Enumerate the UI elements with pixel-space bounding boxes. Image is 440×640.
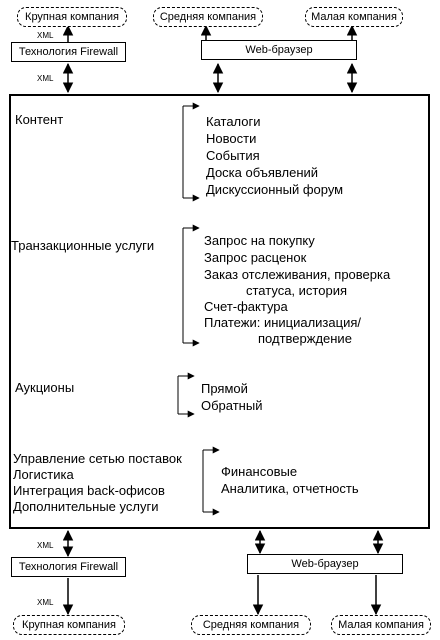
auction-item: Обратный: [201, 398, 263, 413]
section-title-transactions: Транзакционные услуги: [11, 238, 155, 253]
bracket-content: [182, 102, 200, 202]
section-title-auctions: Аукционы: [15, 380, 75, 395]
platform-frame: [9, 94, 430, 529]
section-title-services: Управление сетью поставок: [13, 451, 182, 466]
transaction-item: подтверждение: [258, 331, 352, 346]
transaction-item: Заказ отслеживания, проверка: [204, 267, 391, 282]
top-firewall-box: Технология Firewall: [11, 42, 126, 62]
top-browser-box: Web-браузер: [201, 40, 357, 60]
content-item: События: [206, 148, 260, 163]
auction-item: Прямой: [201, 381, 248, 396]
bottom-firewall-box: Технология Firewall: [11, 557, 126, 577]
bottom-small-company: Малая компания: [331, 615, 431, 635]
top-xml-label-1: XML: [37, 31, 54, 40]
top-medium-company: Средняя компания: [153, 7, 263, 27]
content-item: Новости: [206, 131, 257, 146]
section-title-content: Контент: [15, 112, 64, 127]
content-item: Каталоги: [206, 114, 261, 129]
bottom-medium-company: Средняя компания: [191, 615, 311, 635]
top-small-company: Малая компания: [305, 7, 403, 27]
transaction-item: Счет-фактура: [204, 299, 288, 314]
bracket-auctions: [177, 372, 195, 418]
bracket-services: [202, 446, 220, 516]
bottom-large-company: Крупная компания: [13, 615, 125, 635]
section-title-services: Дополнительные услуги: [13, 499, 159, 514]
bottom-xml-label-1: XML: [37, 541, 54, 550]
content-item: Дискуссионный форум: [206, 182, 344, 197]
content-item: Доска объявлений: [206, 165, 319, 180]
top-xml-label-2: XML: [37, 74, 54, 83]
transaction-item: статуса, история: [246, 283, 347, 298]
services-item: Финансовые: [221, 464, 298, 479]
bottom-xml-label-2: XML: [37, 598, 54, 607]
transaction-item: Запрос расценок: [204, 250, 307, 265]
transaction-item: Платежи: инициализация/: [204, 315, 361, 330]
bottom-browser-box: Web-браузер: [247, 554, 403, 574]
bracket-transactions: [182, 224, 200, 347]
section-title-services: Логистика: [13, 467, 74, 482]
transaction-item: Запрос на покупку: [204, 233, 315, 248]
services-item: Аналитика, отчетность: [221, 481, 359, 496]
section-title-services: Интеграция back-офисов: [13, 483, 165, 498]
top-large-company: Крупная компания: [17, 7, 127, 27]
